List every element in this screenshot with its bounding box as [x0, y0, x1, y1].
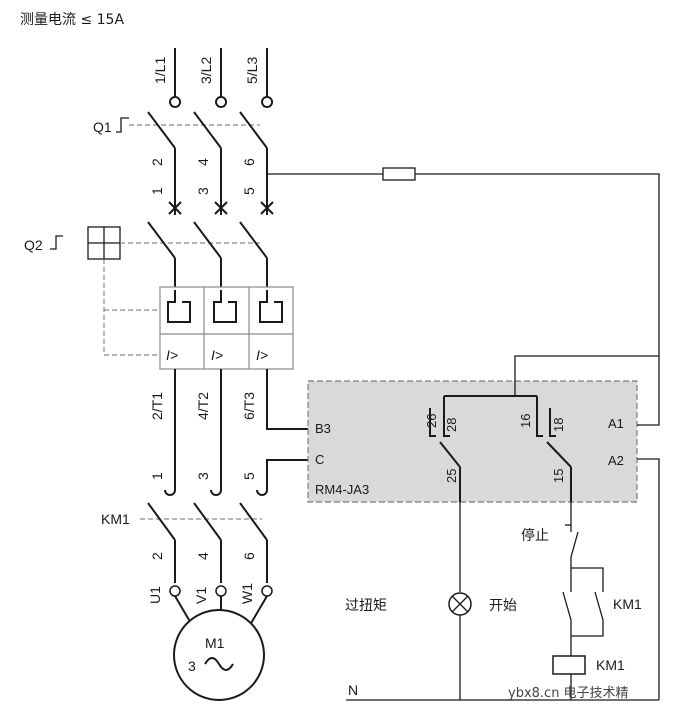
- km1-aux-contact: [594, 591, 604, 621]
- overcurrent-3: I>: [256, 347, 268, 363]
- q1-term-1: 1: [149, 187, 165, 195]
- relay-c25: 25: [444, 469, 459, 483]
- overcurrent-2: I>: [211, 347, 223, 363]
- start-label: 开始: [489, 598, 517, 614]
- q1-breaker: Q1 2 4 6 1 3 5: [93, 96, 274, 215]
- relay-c15: 15: [551, 469, 566, 483]
- thermal-element-1: [167, 290, 191, 323]
- rm4-relay: B3 C RM4-JA3 A1 A2 26 28 25 16 18 15: [307, 380, 638, 503]
- supply-lines: [174, 48, 268, 97]
- supply-l1-label: 1/L1: [152, 57, 168, 84]
- watermark: ybx8.cn 电子技术精: [508, 686, 629, 701]
- supply-labels: 1/L1 3/L2 5/L3: [152, 57, 260, 84]
- q2-out-t2: 4/T2: [195, 392, 211, 420]
- q1-term-6: 6: [241, 158, 257, 166]
- q1-term-2: 2: [149, 158, 165, 166]
- km1-coil: [552, 655, 586, 675]
- supply-l3-label: 5/L3: [244, 57, 260, 84]
- relay-c18: 18: [551, 418, 566, 432]
- km1-main-label: KM1: [101, 511, 130, 527]
- q2-trip-block: [159, 286, 294, 370]
- q2-out-t3: 6/T3: [241, 392, 257, 420]
- relay-c28: 28: [444, 418, 459, 432]
- relay-a1-label: A1: [608, 416, 624, 431]
- q1-term-4: 4: [195, 158, 211, 166]
- motor-name: M1: [205, 635, 225, 651]
- relay-box: [307, 380, 638, 503]
- km1-coil-label: KM1: [596, 657, 625, 673]
- q2-out-t1: 2/T1: [149, 392, 165, 420]
- km-in-1: 1: [149, 472, 165, 480]
- diagram-title: 测量电流 ≤ 15A: [20, 12, 124, 28]
- motor-m1: U1 V1 W1 M1 3: [147, 583, 273, 701]
- ac-wave-icon: [204, 657, 234, 671]
- thermal-element-2: [213, 290, 237, 323]
- thermal-element-3: [259, 290, 283, 323]
- supply-l2-label: 3/L2: [198, 57, 214, 84]
- motor-circle: [173, 609, 265, 701]
- neutral-label: N: [348, 682, 358, 698]
- stop-switch: [570, 531, 579, 558]
- relay-c26: 26: [424, 414, 439, 428]
- km-out-6: 6: [241, 552, 257, 560]
- overtorque-label: 过扭矩: [345, 598, 387, 614]
- relay-c-label: C: [315, 452, 324, 467]
- q1-term-5: 5: [241, 187, 257, 195]
- motor-term-u1: U1: [147, 586, 163, 604]
- relay-b3-label: B3: [315, 421, 331, 436]
- km-in-5: 5: [241, 472, 257, 480]
- relay-model: RM4-JA3: [315, 482, 369, 497]
- control-fuse: [382, 167, 416, 181]
- q2-motor-protector: Q2 I> I> I>: [24, 221, 294, 370]
- q2-label: Q2: [24, 237, 43, 253]
- feeder-lines: 2/T1 4/T2 6/T3: [149, 369, 308, 483]
- motor-term-w1: W1: [239, 583, 255, 604]
- relay-c16: 16: [518, 414, 533, 428]
- motor-phases: 3: [188, 658, 196, 674]
- km-in-3: 3: [195, 472, 211, 480]
- control-wiring: N 过扭矩 开始 停止 KM1 KM1: [267, 167, 660, 701]
- stop-label: 停止: [521, 527, 549, 544]
- q1-label: Q1: [93, 119, 112, 135]
- km1-main-contactor: KM1 1 3 5 2 4 6: [101, 472, 268, 583]
- overcurrent-1: I>: [166, 347, 178, 363]
- start-button-contact: [562, 591, 572, 621]
- km-out-2: 2: [149, 552, 165, 560]
- km1-aux-label: KM1: [613, 596, 642, 612]
- relay-a2-label: A2: [608, 453, 624, 468]
- motor-term-v1: V1: [193, 587, 209, 604]
- km-out-4: 4: [195, 552, 211, 560]
- q1-term-3: 3: [195, 187, 211, 195]
